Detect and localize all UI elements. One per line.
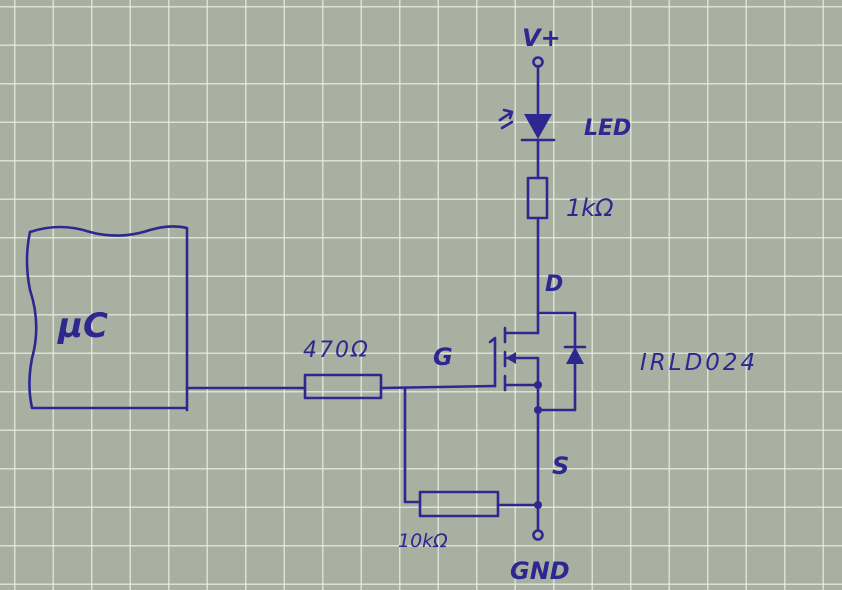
ground-terminal [532,529,544,541]
source-label: S [552,452,570,480]
pulldown-wire [403,386,540,507]
drain-resistor-label: 1kΩ [566,194,614,222]
pulldown-resistor [418,490,500,518]
led-light-arrows-icon [498,108,514,130]
microcontroller-label: µC [58,306,108,346]
microcontroller-box [25,225,189,412]
gate-resistor [303,373,383,400]
gate-label: G [433,343,453,371]
junction-dot [534,406,542,414]
supply-label: V+ [522,24,561,52]
junction-dot [534,381,542,389]
led-label: LED [584,116,632,141]
mosfet-arrow-icon [506,352,516,364]
body-diode-icon [566,347,584,364]
mosfet-label: IRLD024 [640,350,759,376]
gate-wire [185,384,497,390]
mosfet-symbol [488,326,540,392]
drain-resistor [526,176,549,220]
gate-resistor-label: 470Ω [303,338,370,363]
led-symbol [524,114,552,139]
drain-label: D [545,272,564,297]
pulldown-resistor-label: 10kΩ [398,530,448,552]
ground-label: GND [510,557,570,585]
